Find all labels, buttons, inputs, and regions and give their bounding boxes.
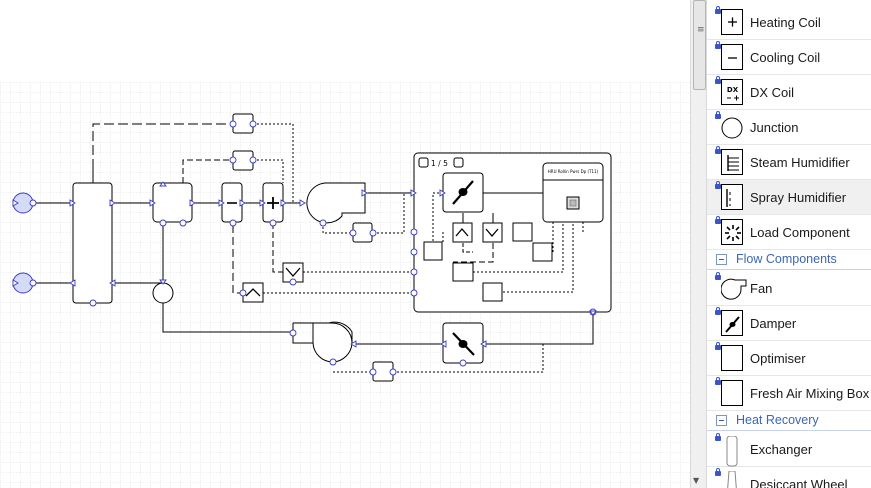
palette-item-fresh-air-mixing-box[interactable]: Fresh Air Mixing Box [707,376,871,411]
lock-icon [715,76,721,84]
palette-item-optimiser[interactable]: Optimiser [707,341,871,376]
category-heat-recovery[interactable]: Heat Recovery [707,411,871,431]
controller-block[interactable]: HRU Rollin Pwrs Dp (T11) [542,162,604,223]
sensor-block[interactable] [452,262,474,282]
palette-item-heating-coil[interactable]: Heating Coil [707,5,871,40]
palette-label: Steam Humidifier [750,155,850,170]
lock-icon [715,307,721,315]
controller-label: HRU Rollin Pwrs Dp (T11) [548,169,599,174]
optimiser-icon [721,345,743,371]
sensor-block[interactable] [482,282,503,302]
lock-icon [715,181,721,189]
lock-icon [715,342,721,350]
optimiser-component[interactable] [152,182,193,223]
lock-icon [715,216,721,224]
fan-icon [721,275,747,301]
svg-text:DX: DX [727,86,739,94]
lock-icon [715,272,721,280]
desiccant-wheel-icon [721,471,743,488]
vertical-scrollbar[interactable]: ≡ ▼ [690,0,707,488]
palette-label: Fan [750,281,773,296]
palette-label: Exchanger [750,442,813,457]
palette-label: Load Component [750,225,850,240]
palette-label: Fresh Air Mixing Box [750,386,870,401]
palette-item-exchanger[interactable]: Exchanger [707,432,871,467]
palette-label: Optimiser [750,351,806,366]
exchanger-icon [721,436,743,467]
collapse-icon[interactable] [716,415,727,426]
spray-humidifier-icon [721,184,743,210]
sensor-block[interactable] [423,241,443,261]
palette-label: Cooling Coil [750,50,821,65]
palette-label: Damper [750,316,797,331]
lock-icon [715,41,721,49]
palette-item-dx-coil[interactable]: DX DX Coil [707,75,871,110]
junction-icon [721,114,743,140]
palette-label: Junction [750,120,799,135]
component-palette: Heating Coil Cooling Coil DX DX Coil Jun… [707,0,871,488]
lock-icon [715,433,721,441]
mixing-box-icon [721,380,743,406]
junction-component[interactable] [152,282,174,304]
sensor-block[interactable] [512,222,533,242]
supply-fan-component[interactable] [306,182,366,224]
palette-item-steam-humidifier[interactable]: Steam Humidifier [707,145,871,180]
control-group-panel[interactable]: 1 / 5 [413,152,612,313]
palette-item-load-component[interactable]: Load Component [707,215,871,250]
lock-icon [715,111,721,119]
palette-label: DX Coil [750,85,795,100]
palette-label: Desiccant Wheel [750,477,848,488]
collapse-icon[interactable] [716,254,727,265]
category-flow-components[interactable]: Flow Components [707,250,871,270]
min-selector[interactable] [482,222,503,243]
category-label: Flow Components [736,252,837,266]
palette-label: Heating Coil [750,15,821,30]
palette-item-cooling-coil[interactable]: Cooling Coil [707,40,871,75]
palette-label: Spray Humidifier [750,190,847,205]
palette-item-desiccant-wheel[interactable]: Desiccant Wheel [707,467,871,488]
port-markers [12,120,597,376]
damper-icon [721,310,743,336]
cooling-coil-icon [721,44,743,70]
palette-item-fan[interactable]: Fan [707,271,871,306]
extract-fan-component[interactable] [292,321,353,363]
heating-coil-icon [721,9,743,35]
category-label: Heat Recovery [736,413,819,427]
group-prev-button[interactable] [418,157,429,168]
lock-icon [715,377,721,385]
sensor-block[interactable] [532,242,553,262]
dx-coil-icon: DX [721,79,743,105]
group-next-button[interactable] [453,157,464,168]
lock-icon [715,146,721,154]
max-selector[interactable] [452,222,473,243]
steam-humidifier-icon [721,149,743,175]
load-component-icon [721,219,743,245]
damper-component[interactable] [442,172,484,213]
group-page-label: 1 / 5 [431,159,448,168]
lock-icon [715,6,721,14]
scrollbar-thumb[interactable]: ≡ [693,0,706,90]
palette-item-junction[interactable]: Junction [707,110,871,145]
diagram-canvas[interactable]: 1 / 5 [0,0,690,488]
palette-item-spray-humidifier[interactable]: Spray Humidifier [707,180,871,215]
extract-damper-component[interactable] [442,322,484,364]
palette-item-damper[interactable]: Damper [707,306,871,341]
scroll-down-arrow-icon[interactable]: ▼ [693,476,700,485]
heating-coil-component[interactable] [262,182,284,223]
lock-icon [715,468,721,476]
grip-icon: ≡ [697,25,705,35]
cooling-coil-component[interactable] [221,182,243,223]
mixing-box-component[interactable] [72,182,113,304]
